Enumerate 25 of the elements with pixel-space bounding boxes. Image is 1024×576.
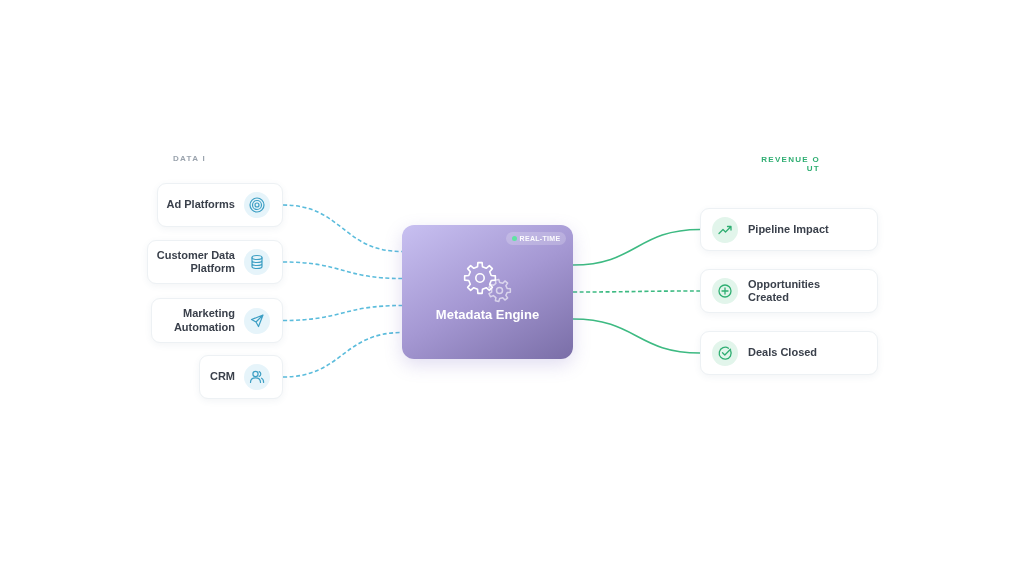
card-label: CRM — [209, 370, 235, 384]
output-card — [700, 269, 878, 313]
source-card — [147, 240, 283, 284]
connector-line — [282, 331, 403, 378]
card-label: Opportunities Created — [748, 277, 822, 305]
source-card — [199, 355, 283, 399]
engine-panel — [402, 225, 573, 359]
status-badge — [506, 232, 566, 245]
card-label: Marketing Automation — [172, 307, 235, 334]
engine-title: Metadata Engine — [435, 307, 540, 322]
source-card — [151, 298, 283, 343]
card-label: Deals Closed — [748, 346, 818, 360]
card-label: Ad Platforms — [166, 198, 235, 212]
card-label: Customer Data Platform — [155, 248, 235, 276]
card-label: Pipeline Impact — [748, 222, 829, 237]
output-card — [700, 208, 878, 251]
section-heading: DATA I — [173, 154, 206, 163]
section-heading: REVENUE O UT — [760, 155, 820, 173]
connector-line — [572, 290, 701, 293]
connector-line — [282, 261, 403, 280]
connector-line — [572, 318, 701, 354]
output-card — [700, 331, 878, 375]
connector-line — [572, 228, 701, 266]
source-card — [157, 183, 283, 227]
connector-line — [282, 304, 403, 322]
